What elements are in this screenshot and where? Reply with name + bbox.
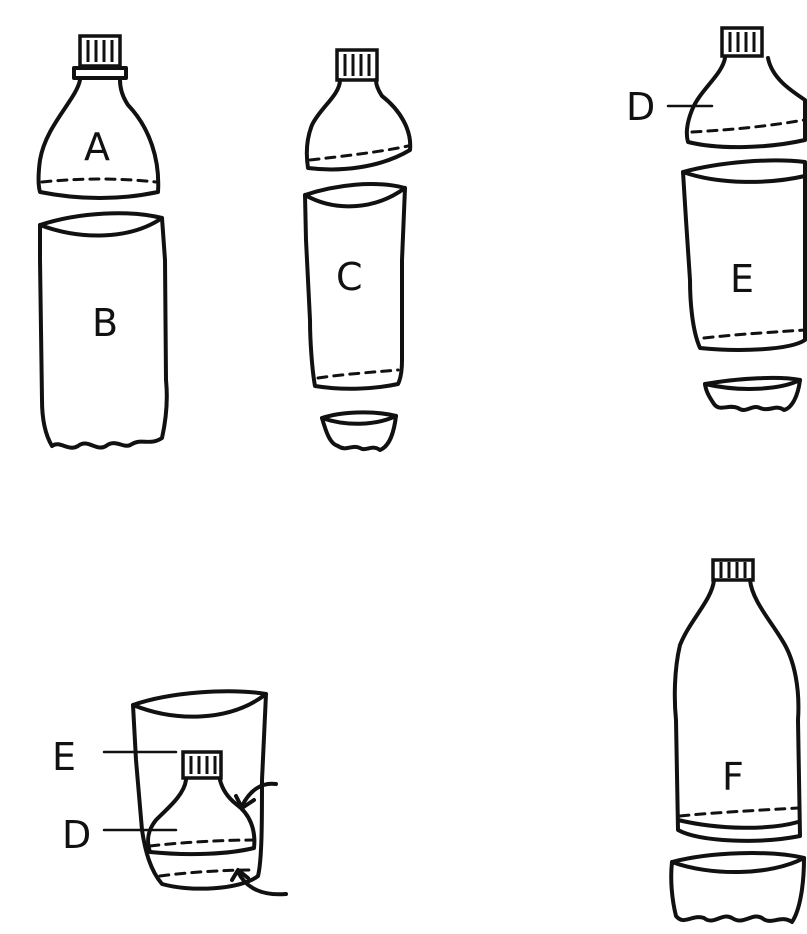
- label-d-bottom: D: [62, 813, 91, 857]
- arrow-upper: [236, 784, 276, 808]
- inner-cut-line: [150, 840, 256, 846]
- bottle-1-cap: [74, 36, 126, 78]
- bottle-1-cut-line: [42, 179, 156, 182]
- bottle-3: D E: [626, 28, 805, 410]
- bottle-2-cut-line-bottom: [318, 370, 398, 378]
- bottle-3-cut-line-bottom: [704, 330, 805, 338]
- bottle-2-base-piece: [322, 412, 396, 450]
- label-e-top: E: [730, 257, 754, 301]
- label-c: C: [336, 255, 363, 299]
- bottle-1: A B: [39, 36, 167, 448]
- bottle-3-cut-line-top: [692, 120, 804, 132]
- assembled-funnel: E D: [52, 691, 286, 894]
- bottle-3-body-piece: [683, 160, 805, 349]
- label-d-top: D: [626, 85, 655, 129]
- bottle-2-cap: [337, 50, 377, 80]
- bottle-3-base-piece: [705, 378, 800, 410]
- bottle-5: F: [671, 560, 804, 922]
- inner-cap: [183, 752, 221, 778]
- label-a: A: [84, 125, 110, 169]
- label-b: B: [92, 301, 118, 345]
- bottle-5-body-piece: [675, 580, 800, 841]
- bottle-2: C: [305, 50, 410, 450]
- bottle-5-cut-line: [680, 808, 798, 816]
- label-f: F: [722, 755, 744, 799]
- bottle-3-top-piece: [687, 58, 805, 147]
- outer-body-e: [133, 691, 266, 888]
- label-e-bottom: E: [52, 735, 76, 779]
- bottle-5-base-piece: [671, 853, 804, 922]
- bottle-3-cap: [722, 28, 762, 56]
- bottle-2-top-piece: [307, 80, 410, 169]
- bottle-5-cap: [713, 560, 753, 580]
